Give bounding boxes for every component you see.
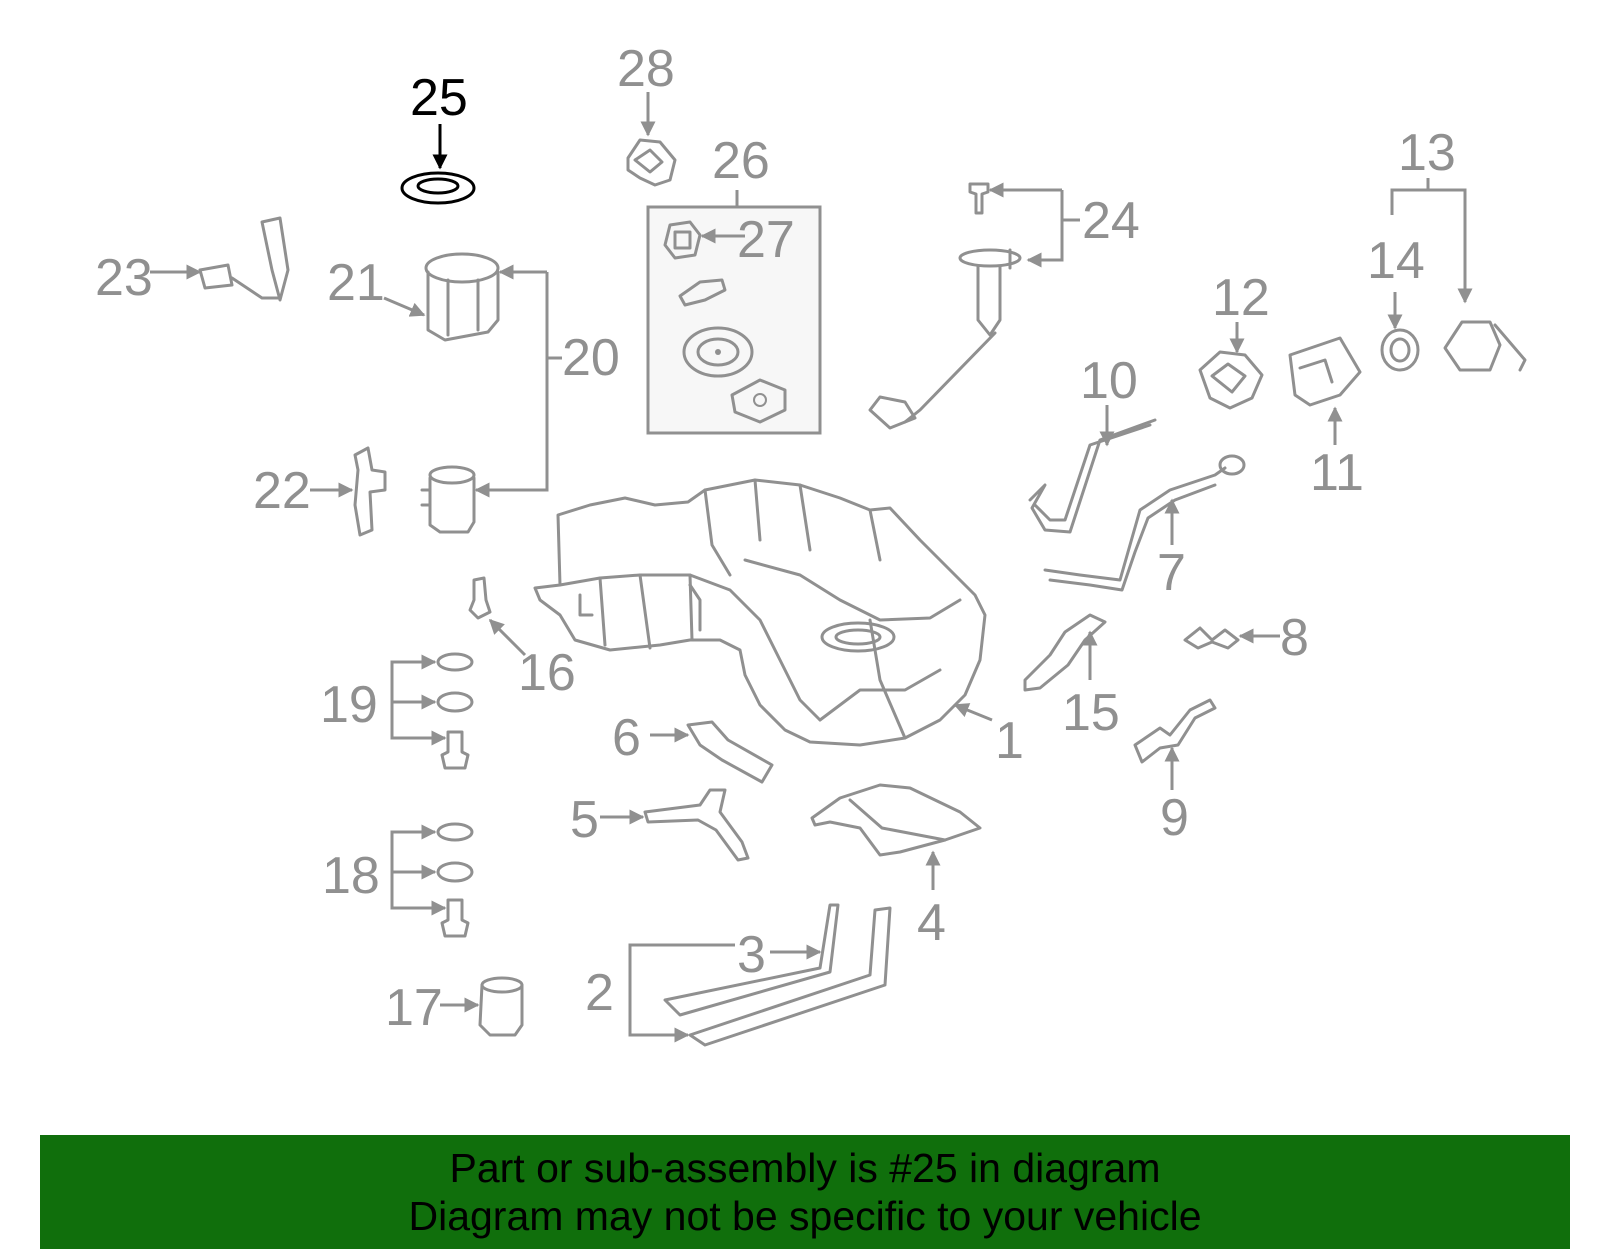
part-7-filler-pipe[interactable] — [1043, 454, 1246, 592]
leader-20b — [474, 272, 549, 498]
part-11-housing[interactable] — [1288, 336, 1362, 407]
callout-6[interactable]: 6 — [612, 709, 641, 767]
leader-2-top — [628, 943, 735, 990]
leader-2-bottom — [628, 990, 690, 1043]
callout-23[interactable]: 23 — [95, 249, 153, 307]
callout-10[interactable]: 10 — [1080, 352, 1138, 410]
info-banner: Part or sub-assembly is #25 in diagram D… — [40, 1135, 1570, 1249]
part-21-pump-housing[interactable] — [424, 252, 500, 342]
banner-line-2: Diagram may not be specific to your vehi… — [408, 1193, 1202, 1239]
part-13-cap[interactable] — [1443, 320, 1527, 372]
callout-9[interactable]: 9 — [1160, 789, 1189, 847]
banner-line-1: Part or sub-assembly is #25 in diagram — [449, 1145, 1161, 1191]
part-17-sleeve[interactable] — [478, 976, 524, 1037]
leader-19a — [390, 654, 437, 705]
part-10-pipe[interactable] — [1028, 418, 1157, 534]
leader-21 — [383, 296, 426, 317]
callout-14[interactable]: 14 — [1367, 232, 1425, 290]
part-26-plate — [730, 378, 787, 424]
part-14-ring[interactable] — [1380, 328, 1420, 372]
leader-18c — [390, 872, 447, 916]
part-6-bracket[interactable] — [686, 720, 774, 784]
part-25-gasket[interactable] — [400, 171, 476, 205]
part-20-pump-body[interactable] — [420, 465, 476, 534]
callout-12[interactable]: 12 — [1212, 269, 1270, 327]
callout-18[interactable]: 18 — [322, 847, 380, 905]
callout-26[interactable]: 26 — [712, 132, 770, 190]
callout-16[interactable]: 16 — [518, 644, 576, 702]
callout-4[interactable]: 4 — [917, 894, 946, 952]
leader-24b — [1026, 190, 1064, 268]
part-16-valve[interactable] — [468, 576, 492, 620]
callout-22[interactable]: 22 — [253, 462, 311, 520]
part-24-screw[interactable] — [968, 182, 990, 215]
callout-7[interactable]: 7 — [1157, 544, 1186, 602]
part-15-hose[interactable] — [1023, 613, 1107, 692]
part-4-protector[interactable] — [810, 783, 982, 857]
callout-21[interactable]: 21 — [327, 254, 385, 312]
part-22-bracket[interactable] — [353, 446, 387, 537]
part-2-strap[interactable] — [688, 906, 892, 1047]
part-5-bracket[interactable] — [643, 788, 750, 862]
callout-3[interactable]: 3 — [737, 926, 766, 984]
callout-1[interactable]: 1 — [995, 712, 1024, 770]
leader-18a — [390, 824, 437, 872]
callout-25[interactable]: 25 — [410, 69, 468, 127]
part-28-clip[interactable] — [626, 138, 677, 187]
callout-15[interactable]: 15 — [1062, 684, 1120, 742]
part-9-bracket[interactable] — [1133, 698, 1217, 764]
callout-8[interactable]: 8 — [1280, 609, 1309, 667]
callout-28[interactable]: 28 — [617, 40, 675, 98]
callout-20[interactable]: 20 — [562, 329, 620, 387]
part-12-cap[interactable] — [1198, 350, 1264, 410]
part-24-sender[interactable] — [868, 248, 1022, 430]
callout-27[interactable]: 27 — [737, 211, 795, 269]
callout-17[interactable]: 17 — [385, 979, 443, 1037]
part-23-gauge[interactable] — [198, 216, 290, 302]
part-26-bracket — [678, 278, 727, 307]
part-26-filter — [682, 326, 754, 378]
part-19-seals[interactable] — [436, 652, 474, 770]
callout-5[interactable]: 5 — [570, 791, 599, 849]
part-1-fuel-tank[interactable] — [533, 478, 987, 747]
callout-19[interactable]: 19 — [320, 676, 378, 734]
callout-24[interactable]: 24 — [1082, 192, 1140, 250]
part-3-strap[interactable] — [663, 903, 840, 1017]
part-27-connector[interactable] — [663, 220, 702, 260]
part-8-clip[interactable] — [1183, 626, 1240, 650]
leader-1 — [953, 703, 993, 722]
leader-19c — [390, 702, 447, 746]
callout-2[interactable]: 2 — [585, 964, 614, 1022]
part-18-seals[interactable] — [436, 822, 474, 938]
callout-11[interactable]: 11 — [1310, 444, 1364, 502]
leader-16 — [488, 618, 527, 657]
callout-13[interactable]: 13 — [1398, 124, 1456, 182]
